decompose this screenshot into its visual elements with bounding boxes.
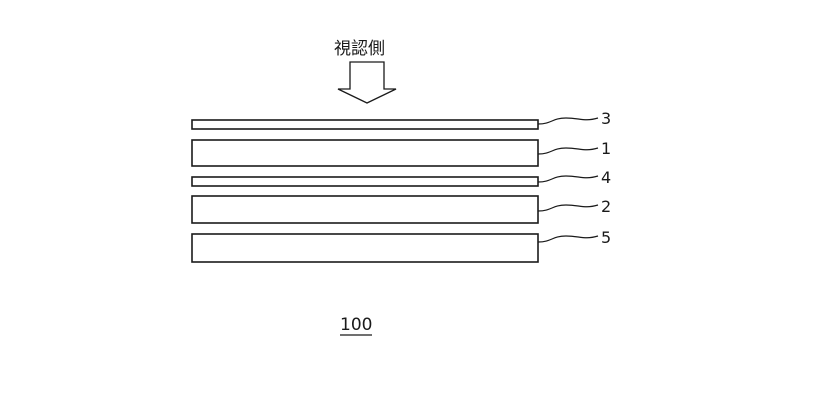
leader-line-4 <box>538 176 598 182</box>
ref-number-2: 2 <box>601 197 611 216</box>
ref-number-3: 3 <box>601 109 611 128</box>
viewing-side-label: 視認側 <box>334 39 385 59</box>
layer-2 <box>192 196 538 223</box>
viewing-direction-arrow <box>338 62 396 103</box>
layer-1 <box>192 140 538 166</box>
leader-line-2 <box>538 205 598 211</box>
layer-4 <box>192 177 538 186</box>
leader-line-5 <box>538 236 598 242</box>
ref-number-4: 4 <box>601 168 611 187</box>
leader-line-3 <box>538 118 598 124</box>
leader-line-1 <box>538 148 598 154</box>
ref-number-1: 1 <box>601 139 611 158</box>
figure-label: 100 <box>340 315 372 335</box>
ref-number-5: 5 <box>601 228 611 247</box>
layer-5 <box>192 234 538 262</box>
layer-3 <box>192 120 538 129</box>
